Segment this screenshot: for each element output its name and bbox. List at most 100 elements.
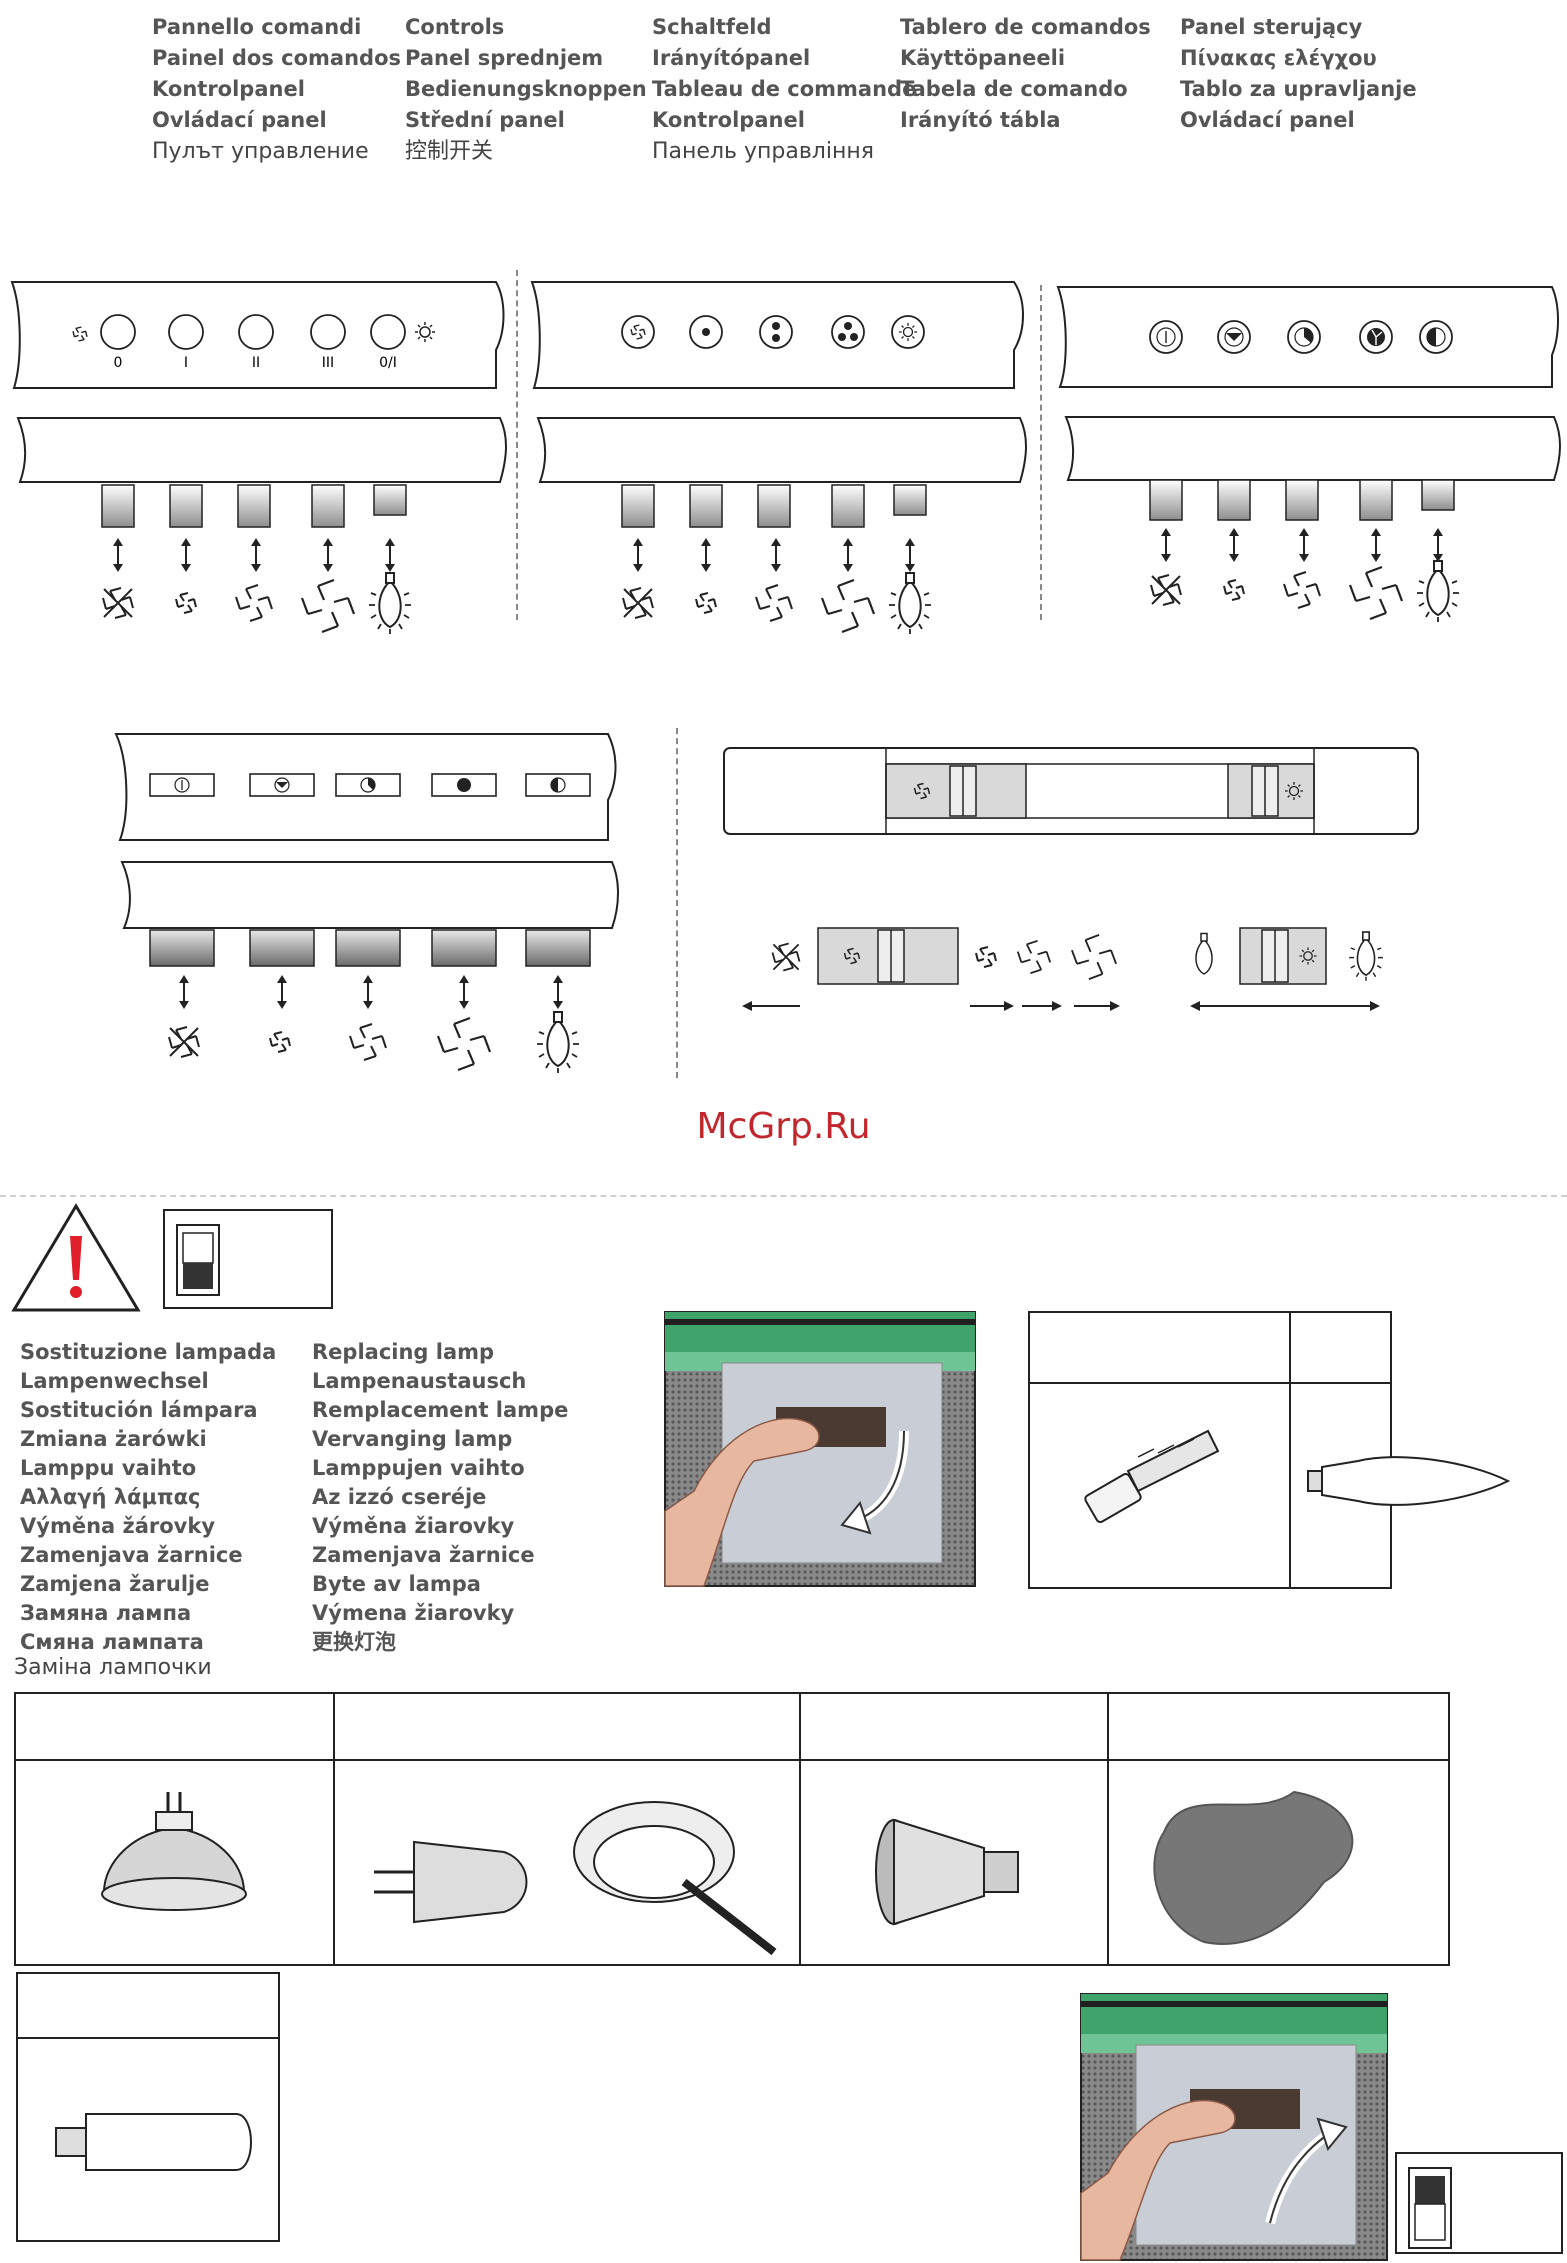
lamp-text: Výměna žárovky <box>20 1514 216 1538</box>
header-text: Tableau de commande <box>652 77 917 101</box>
watermark-text: McGrp.Ru <box>696 1106 871 1147</box>
grease-filter-icon <box>1153 1790 1354 1945</box>
lamp-text: Zmiana żarówki <box>20 1427 207 1451</box>
candle-bulb-icon <box>1307 1456 1511 1506</box>
fan-off-icon <box>1150 574 1182 606</box>
fan-off-icon <box>168 1026 200 1058</box>
halogen-capsule-lamp-icon <box>374 1840 528 1924</box>
label-3: III <box>322 355 334 371</box>
warning-triangle-icon <box>11 1203 141 1312</box>
header-col-2: Controls Panel sprednjem Bedienungsknopp… <box>405 12 647 167</box>
button-off[interactable] <box>100 314 136 350</box>
lamp-type-table-3 <box>16 1972 280 2242</box>
header-text: Панель управління <box>652 139 874 164</box>
label-1: I <box>184 355 188 371</box>
header-text: Tabela de comando <box>900 77 1128 101</box>
button-speed-3[interactable] <box>831 315 865 349</box>
header-col-1: Pannello comandi Painel dos comandos Kon… <box>152 12 401 167</box>
button-off[interactable] <box>621 315 655 349</box>
header-text: Tablero de comandos <box>900 15 1151 39</box>
fan-speed-icon <box>1223 579 1245 601</box>
header-text: Irányító tábla <box>900 108 1061 132</box>
fan-speed-icon <box>300 578 356 634</box>
reflector-lamp-icon <box>875 1818 1019 1926</box>
section-divider <box>0 1195 1567 1197</box>
button-speed-2[interactable] <box>759 315 793 349</box>
fan-off-icon <box>771 942 801 972</box>
lamp-text: Az izzó cseréje <box>312 1485 487 1509</box>
lamp-text: Lampenwechsel <box>20 1369 209 1393</box>
fan-speed-icon <box>695 592 717 614</box>
header-text: Πίνακας ελέγχου <box>1180 46 1377 70</box>
rocker-switch-icon <box>163 1209 333 1309</box>
header-text: Käyttöpaneeli <box>900 46 1066 70</box>
light-bulb-icon <box>1416 560 1460 623</box>
header-text: Bedienungsknoppen <box>405 77 647 101</box>
header-text: Panel sprednjem <box>405 46 604 70</box>
lamp-text-col-2: Replacing lamp Lampenaustausch Remplacem… <box>312 1338 568 1657</box>
header-text: Kontrolpanel <box>652 108 805 132</box>
control-panel-1: 0 I II III 0/I <box>10 281 507 635</box>
button-speed-2[interactable] <box>238 314 274 350</box>
lamp-text: Lampenaustausch <box>312 1369 527 1393</box>
fan-speed-icon <box>269 1031 291 1053</box>
header-text: Пулът управление <box>152 139 369 164</box>
lamp-text: Zamjena žarulje <box>20 1572 210 1596</box>
halogen-dichroic-lamp-icon <box>101 1792 247 1911</box>
control-panel-2 <box>530 281 1027 635</box>
header-col-5: Panel sterujący Πίνακας ελέγχου Tablo za… <box>1180 12 1417 136</box>
header-text: Střední panel <box>405 108 565 132</box>
header-text: Pannello comandi <box>152 15 362 39</box>
label-2: II <box>252 355 260 371</box>
rocker-switch-icon <box>1395 2152 1563 2254</box>
control-panel-3 <box>1056 286 1561 623</box>
filter-insertion-photo <box>1080 1993 1388 2261</box>
header-text: 控制开关 <box>405 139 494 164</box>
fan-speed-icon <box>436 1016 492 1072</box>
header-text: Controls <box>405 15 505 39</box>
header-text: Panel sterujący <box>1180 15 1363 39</box>
button-light[interactable] <box>891 315 925 349</box>
header-text: Tablo za upravljanje <box>1180 77 1417 101</box>
lamp-text: Vervanging lamp <box>312 1427 513 1451</box>
header-text: Schaltfeld <box>652 15 772 39</box>
fluorescent-lamp-icon <box>1084 1429 1220 1524</box>
lamp-text: Remplacement lampe <box>312 1398 569 1422</box>
lamp-text: Zamenjava žarnice <box>312 1543 535 1567</box>
lamp-text: Zamenjava žarnice <box>20 1543 243 1567</box>
lamp-text: Lamppujen vaihto <box>312 1456 525 1480</box>
light-bulb-icon <box>536 1011 580 1074</box>
fan-speed-icon <box>975 946 997 968</box>
light-bulb-icon <box>888 572 932 635</box>
fan-speed-icon <box>820 578 876 634</box>
lamp-text: Смяна лампата <box>20 1630 204 1654</box>
lamp-text: Replacing lamp <box>312 1340 495 1364</box>
lamp-section-title: Заміна лампочки <box>14 1655 212 1680</box>
slider-control-panel <box>723 747 1419 1011</box>
header-text: Irányítópanel <box>652 46 811 70</box>
fan-speed-icon <box>1283 571 1321 609</box>
candle-bulb-icon <box>1195 932 1213 975</box>
header-text: Painel dos comandos <box>152 46 402 70</box>
header-text: Ovládací panel <box>1180 108 1355 132</box>
button-speed-3[interactable] <box>310 314 346 350</box>
lamp-ring-tool-icon <box>573 1801 777 1956</box>
label-0: 0 <box>114 355 123 371</box>
lamp-text: 更换灯泡 <box>312 1630 396 1654</box>
header-text: Ovládací panel <box>152 108 327 132</box>
light-bulb-icon <box>368 572 412 635</box>
fan-speed-icon <box>1348 565 1404 621</box>
lamp-text: Αλλαγή λάμπας <box>20 1485 201 1509</box>
lamp-text: Výměna žiarovky <box>312 1514 515 1538</box>
header-col-4: Tablero de comandos Käyttöpaneeli Tabela… <box>900 12 1151 136</box>
fan-speed-icon <box>235 584 273 622</box>
button-light[interactable] <box>370 314 406 350</box>
lamp-type-table-2 <box>14 1692 1450 1966</box>
control-panel-4 <box>114 733 619 1074</box>
label-4: 0/I <box>379 355 397 371</box>
lamp-text: Výmena žiarovky <box>312 1601 515 1625</box>
button-speed-1[interactable] <box>168 314 204 350</box>
lamp-text: Lamppu vaihto <box>20 1456 197 1480</box>
light-bulb-icon <box>1348 931 1384 982</box>
fan-speed-icon <box>1016 939 1052 975</box>
